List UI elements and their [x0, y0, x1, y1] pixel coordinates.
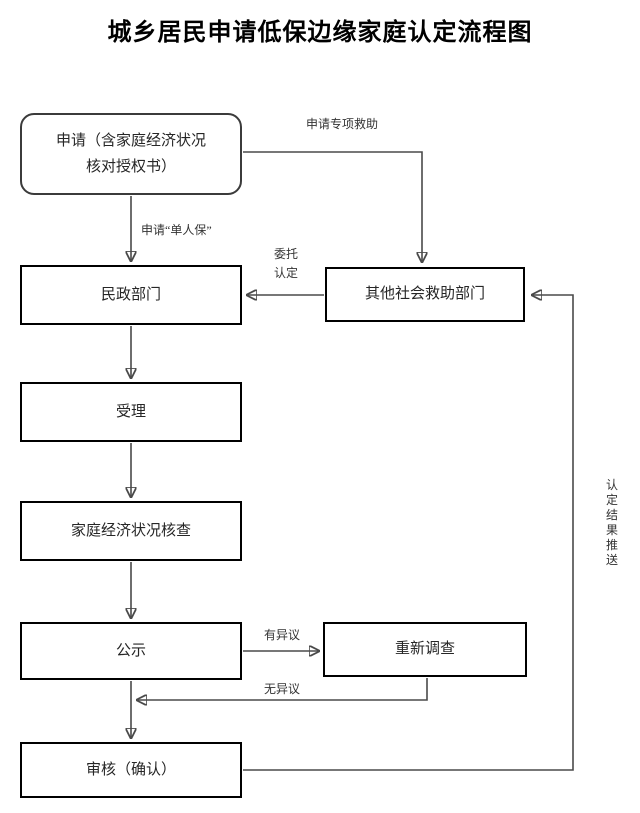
edge-label-apply-special-aid: 申请专项救助	[305, 117, 378, 131]
node-review-confirmation[interactable]: 审核（确认）	[20, 742, 242, 798]
edge-label-has-objection: 有异议	[263, 628, 300, 642]
node-reinvestigation-label: 重新调查	[394, 641, 455, 658]
node-review-label: 审核（确认）	[85, 761, 176, 778]
node-other-depts-label: 其他社会救助部门	[364, 286, 485, 303]
node-civil-affairs-department[interactable]: 民政部门	[20, 265, 242, 325]
node-civil-affairs-label: 民政部门	[100, 286, 161, 303]
node-public-notice[interactable]: 公示	[20, 622, 242, 680]
edge-review-to-other	[243, 295, 574, 771]
edge-label-entrust-line1: 委托	[273, 247, 298, 261]
node-application-line1: 申请（含家庭经济状况	[55, 132, 206, 149]
node-reinvestigation[interactable]: 重新调查	[323, 622, 527, 677]
node-household-economic-verification[interactable]: 家庭经济状况核查	[20, 501, 242, 561]
result-push-char-0: 认	[605, 478, 618, 492]
node-acceptance-label: 受理	[115, 403, 146, 420]
node-other-social-assistance-departments[interactable]: 其他社会救助部门	[325, 267, 525, 322]
result-push-char-1: 定	[605, 493, 618, 507]
edge-label-apply-single-person: 申请“单人保”	[141, 223, 212, 237]
result-push-char-4: 推	[605, 538, 618, 552]
node-acceptance[interactable]: 受理	[20, 382, 242, 442]
node-verification-label: 家庭经济状况核查	[70, 522, 191, 539]
edge-label-entrust-line2: 认定	[273, 266, 298, 280]
page-title: 城乡居民申请低保边缘家庭认定流程图	[107, 20, 533, 46]
node-application-line2: 核对授权书）	[85, 159, 176, 175]
edge-label-result-push: 认定结果推送	[604, 478, 620, 568]
result-push-char-3: 果	[605, 523, 618, 537]
node-public-notice-label: 公示	[115, 642, 146, 659]
result-push-char-2: 结	[605, 508, 618, 522]
edge-label-no-objection: 无异议	[263, 682, 300, 696]
result-push-char-5: 送	[605, 553, 618, 567]
node-application[interactable]: 申请（含家庭经济状况 核对授权书）	[20, 113, 242, 195]
